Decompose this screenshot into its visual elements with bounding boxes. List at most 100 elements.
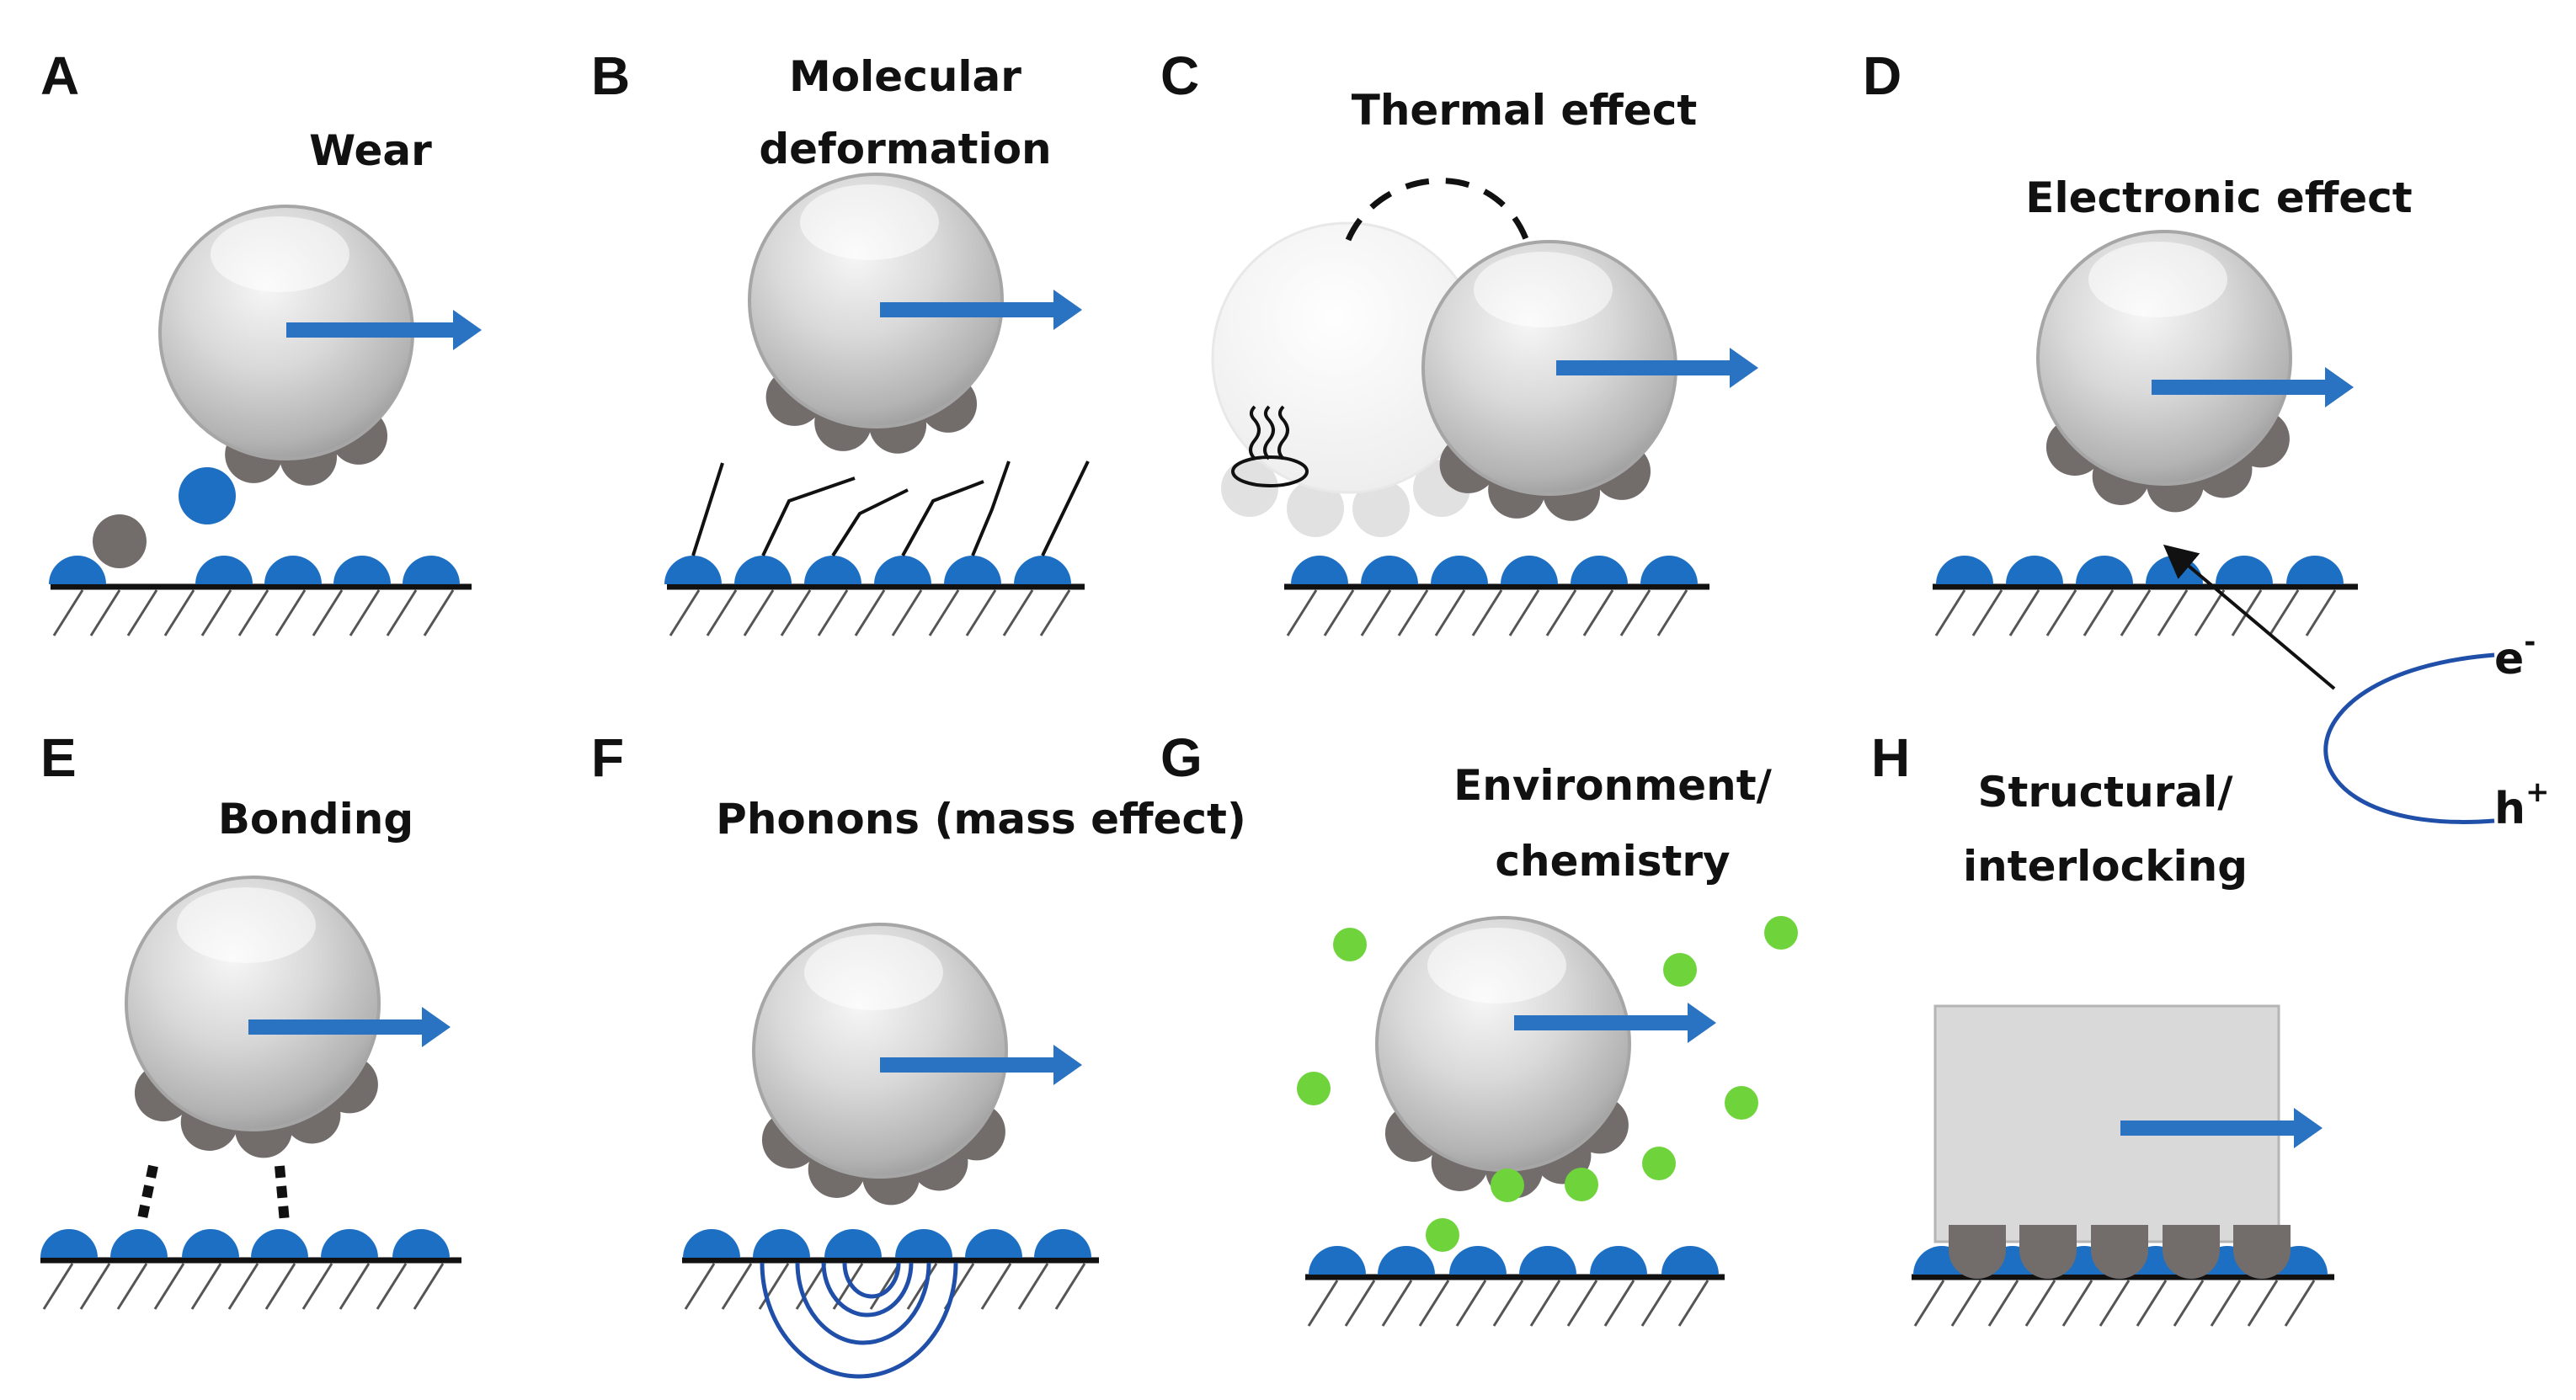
hatch-line	[1397, 589, 1429, 636]
substrate-atom	[1936, 556, 1993, 584]
hatch-line	[2008, 589, 2040, 636]
substrate-atom	[965, 1229, 1022, 1258]
hatch-line	[79, 1263, 111, 1310]
substrate-surface	[40, 1257, 461, 1310]
panel-title: Phonons (mass effect)	[716, 795, 1246, 844]
hole-sign: +	[2525, 775, 2550, 809]
substrate-atom	[1361, 556, 1418, 584]
interlocked-adsorbate-atom	[2091, 1225, 2148, 1279]
hatch-line	[52, 589, 84, 636]
hatch-line	[2024, 1280, 2056, 1327]
steam-dish	[1231, 455, 1309, 487]
hatch-line	[116, 1263, 148, 1310]
hatch-line	[275, 589, 307, 636]
hatch-line	[153, 1263, 185, 1310]
substrate-surface	[667, 583, 1085, 636]
hatch-line	[1566, 1280, 1598, 1327]
interlocked-adsorbate-atom	[1949, 1225, 2006, 1279]
hatch-line	[795, 1263, 827, 1310]
hatch-line	[980, 1263, 1012, 1310]
substrate-surface	[1912, 1274, 2334, 1327]
steam-wave	[1249, 405, 1261, 460]
substrate-atom	[683, 1229, 740, 1258]
hatch-line	[1508, 589, 1540, 636]
substrate-atom	[333, 556, 391, 584]
substrate-atom	[392, 1229, 450, 1258]
substrate-atom	[753, 1229, 810, 1258]
hatch-line	[1286, 589, 1318, 636]
sphere-highlight	[1474, 252, 1613, 327]
hatch-line	[1471, 589, 1503, 636]
hatch-line	[2210, 1280, 2242, 1327]
hatch-line	[237, 589, 269, 636]
charge-carrier-curve-icon	[2323, 652, 2495, 824]
hatch-line	[1381, 1280, 1413, 1327]
hatch-line	[706, 589, 738, 636]
hatch-line	[1017, 1263, 1049, 1310]
panel-title: chemistry	[1495, 837, 1730, 886]
interlocked-adsorbate-atom	[2233, 1225, 2291, 1279]
hatch-line	[301, 1263, 333, 1310]
substrate-atom	[403, 556, 460, 584]
hatch-line	[1492, 1280, 1524, 1327]
sphere-highlight	[211, 216, 349, 292]
gas-molecule-icon	[1297, 1072, 1331, 1105]
bond-dashed-icon	[275, 1165, 290, 1223]
substrate-atom	[1449, 1246, 1507, 1275]
hatch-line	[126, 589, 158, 636]
hatch-line	[2173, 1280, 2205, 1327]
surface-hatch-icon	[684, 1263, 1086, 1310]
substrate-atom	[944, 556, 1001, 584]
sphere-highlight	[1427, 928, 1566, 1003]
hatch-line	[423, 589, 455, 636]
panel-title: Thermal effect	[1352, 86, 1698, 135]
electron-symbol: e	[2494, 634, 2524, 684]
panel-letter: F	[591, 727, 624, 788]
electron-sign: -	[2524, 625, 2536, 659]
hatch-line	[1455, 1280, 1487, 1327]
hatch-line	[339, 1263, 371, 1310]
hatch-line	[1529, 1280, 1561, 1327]
substrate-atom	[1519, 1246, 1576, 1275]
substrate-atom	[195, 556, 253, 584]
hatch-line	[1323, 589, 1355, 636]
molecule-chain-icon	[691, 462, 724, 556]
sphere-icon	[748, 173, 1004, 429]
velocity-arrow-icon	[286, 310, 482, 350]
substrate-atom	[734, 556, 792, 584]
molecule-chain-icon	[901, 480, 984, 556]
hatch-line	[1913, 1280, 1945, 1327]
gas-molecule-icon	[1764, 916, 1798, 950]
hatch-line	[2083, 589, 2115, 636]
substrate-atom	[804, 556, 861, 584]
hatch-line	[2284, 1280, 2316, 1327]
hatch-line	[1640, 1280, 1672, 1327]
hatch-line	[1656, 589, 1688, 636]
hatch-line	[190, 1263, 222, 1310]
panel-title: Electronic effect	[2025, 173, 2412, 222]
sphere-highlight	[2088, 242, 2227, 317]
electron-label: e-	[2494, 625, 2536, 684]
velocity-arrow-icon	[2120, 1108, 2323, 1148]
surface-hatch-icon	[42, 1263, 445, 1310]
gas-molecule-icon	[1491, 1168, 1524, 1202]
substrate-atom	[1501, 556, 1558, 584]
substrate-atom	[1571, 556, 1628, 584]
substrate-atom	[1640, 556, 1698, 584]
substrate-atom	[895, 1229, 952, 1258]
hole-label: h+	[2494, 775, 2550, 834]
hatch-line	[1344, 1280, 1376, 1327]
hatch-line	[928, 589, 960, 636]
hatch-line	[376, 1263, 408, 1310]
substrate-surface	[51, 583, 472, 636]
phonon-wave-arc	[821, 1262, 914, 1317]
substrate-atom	[182, 1229, 239, 1258]
panel-letter: D	[1863, 45, 1901, 106]
hatch-line	[684, 1263, 716, 1310]
hatch-line	[227, 1263, 259, 1310]
substrate-surface	[1284, 583, 1709, 636]
hatch-line	[758, 1263, 790, 1310]
transfer-arrow-icon	[2163, 544, 2336, 690]
hatch-line	[1934, 589, 1966, 636]
